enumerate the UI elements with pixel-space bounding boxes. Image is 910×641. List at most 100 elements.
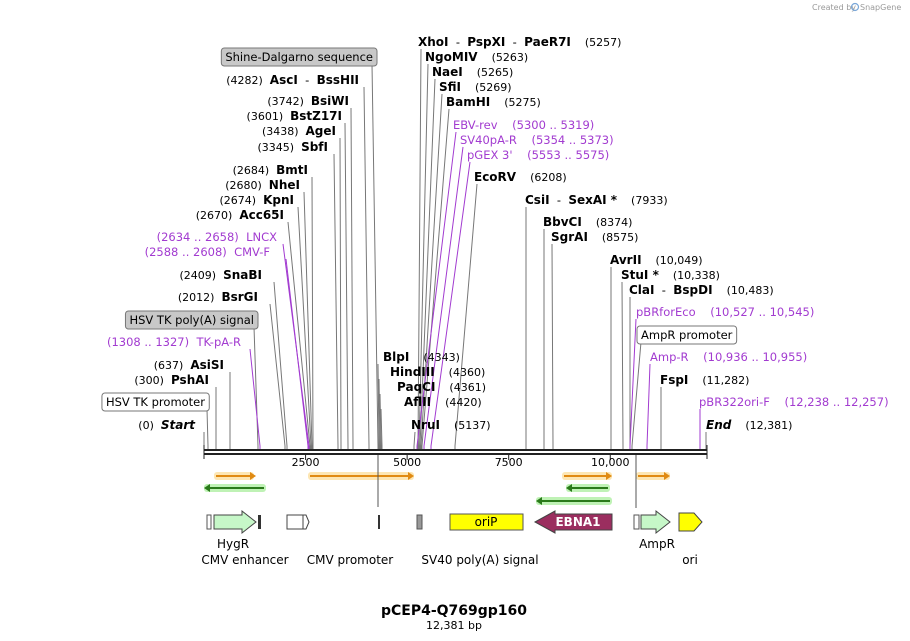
leader-snabi	[273, 281, 288, 450]
label-part: (3345)	[258, 141, 302, 154]
leader-agei	[339, 137, 342, 450]
label-pshai: (300) PshAI	[134, 373, 209, 387]
label-part: StuI *	[621, 268, 660, 282]
label-aflii: AflII (4420)	[404, 395, 482, 409]
label-acc65i: (2670) Acc65I	[196, 208, 284, 222]
leader-bsrgi	[269, 303, 286, 450]
label-part: (11,282)	[688, 374, 749, 387]
label-part: (2680)	[225, 179, 269, 192]
label-part: (2674)	[220, 194, 264, 207]
label-part: NruI	[411, 418, 440, 432]
label-sgrai: SgrAI (8575)	[551, 230, 638, 244]
label-part: (3438)	[262, 125, 306, 138]
label-part: (5265)	[463, 66, 514, 79]
label-part: (300)	[134, 374, 171, 387]
feature-orip-box	[449, 513, 524, 531]
label-part: (6208)	[516, 171, 567, 184]
label-part: SgrAI	[551, 230, 588, 244]
feature-sv40-polya-box	[416, 514, 423, 530]
label-part: pGEX 3'	[467, 148, 513, 162]
label-part: NheI	[269, 178, 300, 192]
label-box-frame	[101, 392, 210, 412]
label-part: HSV TK poly(A) signal	[129, 313, 254, 327]
leader-nhei	[303, 191, 313, 450]
backbone-bottom-line	[204, 453, 707, 455]
label-part: NaeI	[432, 65, 463, 79]
label-part: Start	[161, 418, 196, 432]
label-part: BsiWI	[311, 94, 349, 108]
brand-text: SnapGene	[860, 3, 901, 12]
label-part: AgeI	[306, 124, 336, 138]
label-part: -	[505, 35, 524, 49]
site-labels: XhoI - PspXI - PaeR7I (5257)NgoMIV (5263…	[101, 35, 889, 432]
label-part: ClaI	[629, 283, 654, 297]
label-part: (8374)	[582, 216, 633, 229]
leader-acc65i	[287, 221, 311, 450]
label-snabi: (2409) SnaBI	[180, 268, 262, 282]
leader-naei	[419, 78, 436, 450]
backbone-top-line	[204, 449, 707, 451]
leader-sgrai	[551, 243, 554, 450]
label-pbr322ori-f: pBR322ori-F (12,238 .. 12,257)	[699, 395, 889, 409]
label-box-hsv-tk-promoter: HSV TK promoter	[101, 392, 210, 412]
feature-orip-label: oriP	[475, 515, 498, 529]
features: oriP EBNA1	[206, 509, 703, 535]
orf-arrow-2	[204, 484, 266, 492]
orf-arrows	[204, 472, 670, 505]
feature-hygr-arrow	[213, 509, 257, 535]
label-part: (5137)	[440, 419, 491, 432]
label-box-frame	[124, 310, 259, 330]
label-part: Shine-Dalgarno sequence	[225, 50, 373, 64]
label-part: (12,381)	[731, 419, 792, 432]
label-part: (8575)	[588, 231, 639, 244]
label-hindiii: HindIII (4360)	[390, 365, 485, 379]
leader-asci	[363, 86, 370, 450]
feature-cmv-promoter-arrow	[302, 514, 310, 530]
label-bsiwi: (3742) BsiWI	[267, 94, 349, 108]
label-part: PaeR7I	[524, 35, 571, 49]
ori-label: ori	[682, 553, 698, 567]
label-part: (4343)	[409, 351, 460, 364]
label-bstz17i: (3601) BstZ17I	[247, 109, 342, 123]
label-part: EBV-rev	[453, 118, 498, 132]
leader-pbrforeco	[629, 318, 637, 450]
leader-sbfi	[333, 153, 339, 450]
label-part: BspDI	[673, 283, 712, 297]
label-hsv-tk-polya: HSV TK poly(A) signal	[129, 313, 254, 327]
label-part: SfiI	[439, 80, 461, 94]
label-naei: NaeI (5265)	[432, 65, 513, 79]
label-box-frame	[220, 47, 378, 67]
feature-sd-box	[378, 515, 380, 529]
orf-arrow-6	[536, 497, 612, 505]
label-part: (2684)	[233, 164, 277, 177]
feature-cmv-enhancer-box	[286, 514, 304, 530]
label-part: XhoI	[418, 35, 449, 49]
label-part: LNCX	[246, 230, 277, 244]
label-blpi: BlpI (4343)	[383, 350, 460, 364]
label-part: NgoMIV	[425, 50, 478, 64]
label-pbrforeco: pBRforEco (10,527 .. 10,545)	[636, 305, 814, 319]
label-part: pBRforEco	[636, 305, 696, 319]
label-part: TK-pA-R	[195, 335, 241, 349]
label-part: PaqCI	[397, 380, 435, 394]
label-part: Acc65I	[239, 208, 284, 222]
label-part: (5275)	[490, 96, 541, 109]
leader-nrui	[413, 431, 416, 450]
label-box-ampr-promoter: AmpR promoter	[636, 325, 738, 345]
plasmid-length: 12,381 bp	[426, 619, 482, 632]
label-bbvci: BbvCI (8374)	[543, 215, 632, 229]
feature-ampr-arrow	[640, 509, 671, 535]
feature-small-box-1	[206, 514, 212, 530]
label-part: SnaBI	[223, 268, 262, 282]
label-part: (4361)	[435, 381, 486, 394]
leader-amp-r	[646, 363, 651, 450]
label-part: (2012)	[178, 291, 222, 304]
label-part: (10,049)	[642, 254, 703, 267]
label-part: (10,483)	[713, 284, 774, 297]
orf-arrow-1	[214, 472, 256, 480]
label-xhoi: XhoI - PspXI - PaeR7I (5257)	[418, 35, 621, 49]
label-part: SbfI	[301, 140, 328, 154]
label-part: AsiSI	[190, 358, 224, 372]
orf-arrow-3	[308, 472, 414, 480]
label-part: AscI	[270, 73, 298, 87]
